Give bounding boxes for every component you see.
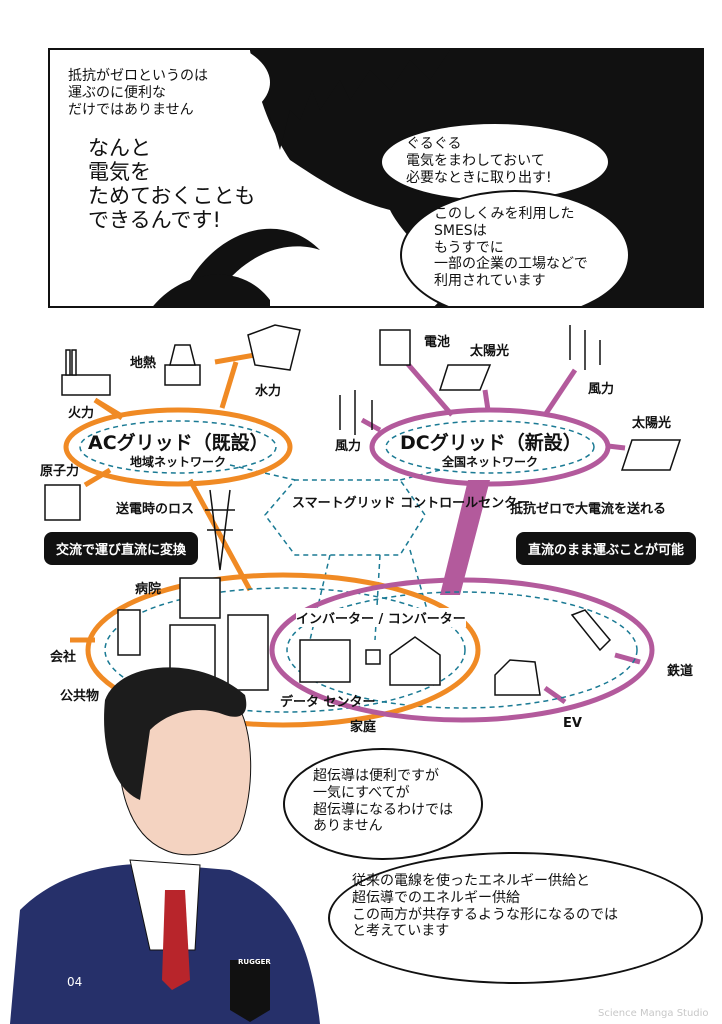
bubble-text-right-2: このしくみを利用した SMESは もうすでに 一部の企業の工場などで 利用されて… <box>434 206 588 290</box>
wind-turbine-icon <box>569 325 601 370</box>
control-center-label: スマートグリッド コントロールセンター <box>292 496 531 511</box>
label-geothermal: 地熱 <box>130 356 157 371</box>
inverter-label: インバーター / コンバーター <box>296 608 466 627</box>
ac-grid-ellipse <box>63 407 293 487</box>
speech-bubble-bottom-1 <box>283 748 483 860</box>
dc-trunk-line <box>440 480 490 595</box>
ac-grid-title: ACグリッド（既設） <box>88 432 269 454</box>
label-wind: 風力 <box>588 382 615 397</box>
facility-icons <box>44 324 682 696</box>
data-center-icon <box>299 639 351 683</box>
speech-bubble-right-2 <box>400 190 630 306</box>
thermal-plant-icon <box>61 374 111 396</box>
company-icon <box>117 609 141 656</box>
solar-panel-icon-2 <box>620 439 682 471</box>
character-illustration <box>10 667 320 1024</box>
ac-local-ellipse <box>85 572 481 728</box>
nuclear-plant-icon <box>44 484 81 521</box>
label-company: 会社 <box>50 650 77 665</box>
dc-grid-subtitle: 全国ネットワーク <box>441 455 538 469</box>
label-nuclear: 原子力 <box>40 464 80 479</box>
hydro-dam-icon <box>247 324 301 371</box>
dc-local-ellipse <box>269 577 655 723</box>
label-transmission-loss: 送電時のロス <box>116 502 195 517</box>
label-ev: EV <box>563 716 582 731</box>
rugger-badge <box>230 960 270 1022</box>
speech-bubble <box>50 50 270 135</box>
battery-icon <box>379 329 411 366</box>
label-hospital: 病院 <box>135 582 162 597</box>
watermark: Science Manga Studio <box>598 1008 709 1019</box>
hospital-icon <box>179 577 221 619</box>
label-wind-2: 風力 <box>335 439 362 454</box>
bubble-text-bottom-1: 超伝導は便利ですが 一気にすべてが 超伝導になるわけでは ありません <box>313 768 453 835</box>
label-solar-2: 太陽光 <box>632 416 672 431</box>
label-data-center: データ センター <box>280 695 376 710</box>
label-solar: 太陽光 <box>470 344 510 359</box>
label-home: 家庭 <box>350 720 377 735</box>
hair <box>104 667 247 800</box>
label-battery: 電池 <box>424 335 451 350</box>
dc-grid-title: DCグリッド（新設） <box>400 432 582 454</box>
bubble-text-bottom-2: 従来の電線を使ったエネルギー供給と 超伝導でのエネルギー供給 この両方が共存する… <box>352 873 618 940</box>
ev-car-icon <box>494 659 541 696</box>
grid-diagram <box>44 324 682 728</box>
bubble-text-right-1: ぐるぐる 電気をまわしておいて 必要なときに取り出す! <box>406 136 552 186</box>
office-tower-icon <box>227 614 269 691</box>
ac-note-badge: 交流で運び直流に変換 <box>44 532 199 565</box>
speech-bubble-bottom-2 <box>328 852 703 984</box>
label-dc-zero-resistance: 抵抗ゼロで大電流を送れる <box>510 502 667 517</box>
solar-panel-icon <box>438 364 492 391</box>
geothermal-plant-icon <box>164 364 201 386</box>
label-hydro: 水力 <box>255 384 282 399</box>
train-icon <box>570 609 612 652</box>
label-railway: 鉄道 <box>667 664 694 679</box>
wind-turbine-icon-2 <box>339 390 373 435</box>
label-thermal: 火力 <box>68 406 95 421</box>
page-number: 04 <box>67 975 83 989</box>
house-icon <box>389 636 441 686</box>
transmission-tower-icon <box>205 489 235 571</box>
bubble-text-big: なんと 電気を ためておくことも できるんです! <box>88 136 256 233</box>
tie <box>162 890 190 990</box>
label-public: 公共物 <box>60 689 100 704</box>
dc-note-badge: 直流のまま運ぶことが可能 <box>516 532 697 565</box>
badge-text: RUGGER <box>238 958 271 966</box>
inverter-icon <box>365 649 381 665</box>
bubble-text-small: 抵抗がゼロというのは 運ぶのに便利な だけではありません <box>68 68 208 118</box>
dc-grid-ellipse <box>369 407 611 487</box>
top-comic-panel: 抵抗がゼロというのは 運ぶのに便利な だけではありません なんと 電気を ためて… <box>48 48 704 308</box>
ac-grid-subtitle: 地域ネットワーク <box>129 455 226 469</box>
